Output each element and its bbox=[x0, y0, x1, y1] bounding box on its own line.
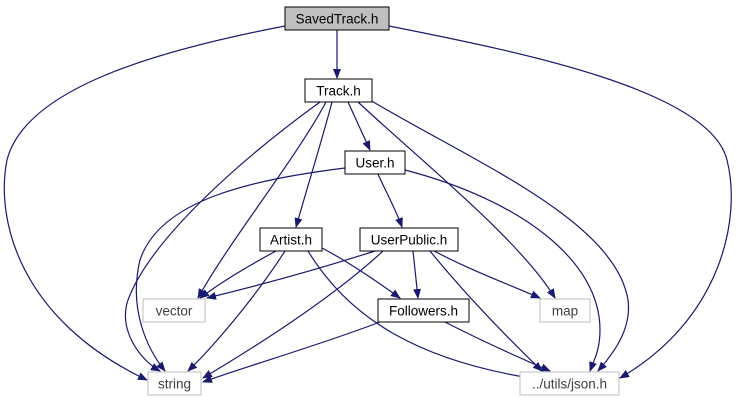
node-json[interactable]: ../utils/json.h bbox=[519, 371, 620, 396]
edge-user-to-string bbox=[135, 167, 346, 372]
edge-savedtrack-to-string bbox=[3, 25, 286, 381]
node-track[interactable]: Track.h bbox=[304, 78, 373, 103]
edge-track-to-user bbox=[347, 101, 371, 151]
node-label-string: string bbox=[158, 377, 191, 392]
edge-userpublic-to-json bbox=[429, 250, 543, 372]
node-user[interactable]: User.h bbox=[344, 150, 406, 175]
edge-artist-to-json bbox=[307, 250, 531, 381]
node-label-userpublic: UserPublic.h bbox=[371, 233, 448, 248]
node-label-followers: Followers.h bbox=[389, 304, 458, 319]
edge-track-to-map bbox=[357, 101, 556, 299]
edge-layer bbox=[3, 25, 732, 383]
node-label-artist: Artist.h bbox=[270, 233, 312, 248]
node-followers[interactable]: Followers.h bbox=[377, 298, 470, 323]
node-label-json: ../utils/json.h bbox=[532, 377, 607, 392]
edge-followers-to-json bbox=[444, 321, 551, 372]
edge-userpublic-to-string bbox=[202, 250, 384, 379]
node-label-vector: vector bbox=[156, 304, 193, 319]
node-artist[interactable]: Artist.h bbox=[259, 227, 323, 252]
edge-followers-to-string bbox=[202, 321, 381, 383]
node-layer: SavedTrack.h Track.h User.h Artist.h Use… bbox=[142, 6, 620, 396]
node-label-user: User.h bbox=[355, 156, 394, 171]
node-map[interactable]: map bbox=[539, 298, 591, 323]
edge-userpublic-to-followers bbox=[412, 250, 422, 299]
edge-track-to-json bbox=[369, 99, 630, 372]
edge-track-to-string bbox=[124, 101, 321, 372]
node-vector[interactable]: vector bbox=[142, 298, 206, 323]
edge-track-to-artist bbox=[294, 101, 333, 228]
node-string[interactable]: string bbox=[147, 371, 202, 396]
edge-artist-to-string bbox=[187, 250, 286, 372]
edge-user-to-json bbox=[404, 169, 601, 372]
edge-userpublic-to-map bbox=[433, 250, 541, 299]
edge-userpublic-to-vector bbox=[206, 250, 376, 300]
node-savedtrack[interactable]: SavedTrack.h bbox=[284, 6, 390, 31]
edge-track-to-vector bbox=[197, 101, 327, 299]
node-userpublic[interactable]: UserPublic.h bbox=[359, 227, 459, 252]
node-label-savedtrack: SavedTrack.h bbox=[296, 12, 379, 27]
edge-savedtrack-to-json bbox=[388, 25, 732, 379]
node-label-map: map bbox=[552, 304, 578, 319]
edge-user-to-userpublic bbox=[377, 173, 403, 228]
node-label-track: Track.h bbox=[316, 84, 361, 99]
